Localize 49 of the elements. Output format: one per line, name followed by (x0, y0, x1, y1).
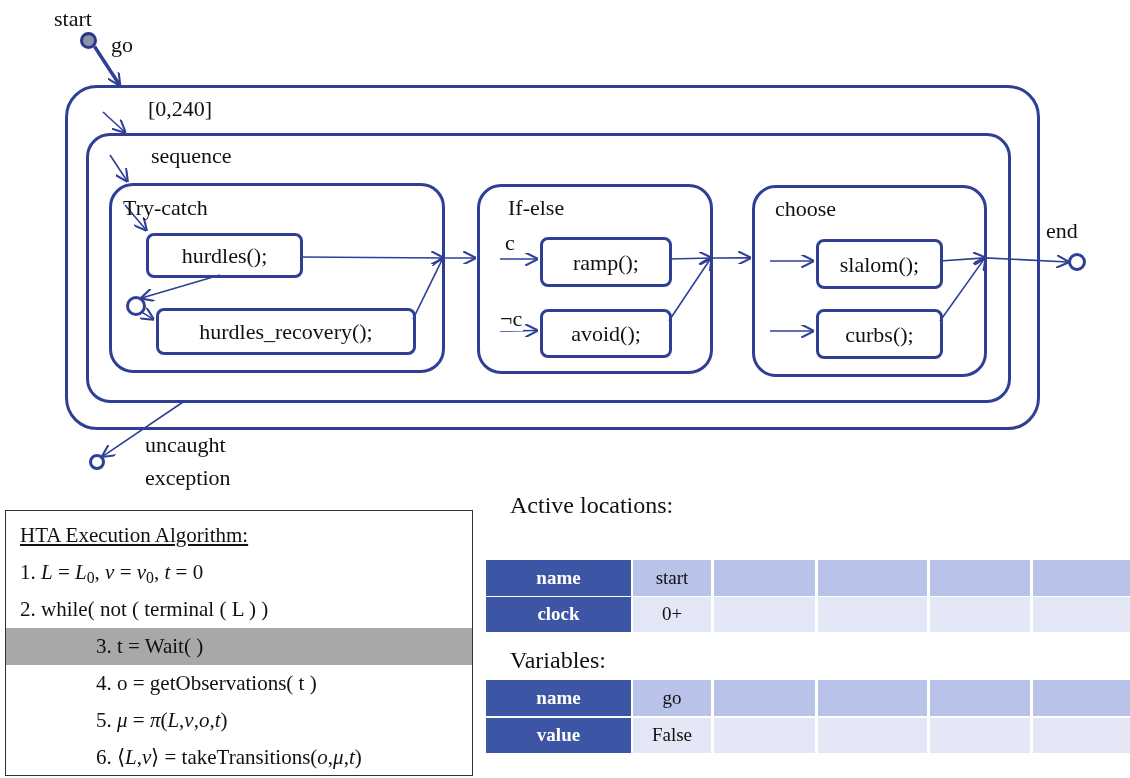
arrow (139, 274, 221, 302)
algorithm-line: 1. L = L$_{0}$, ν = ν$_{0}$, t = 0 (19, 559, 205, 588)
arrow (939, 255, 987, 322)
arrow (769, 253, 816, 269)
action-box: hurdles(); (146, 233, 303, 278)
state-label: choose (775, 196, 837, 222)
action-box: ramp(); (540, 237, 672, 287)
state-box (86, 133, 1011, 403)
algorithm-line: 5. μ = π(L,ν,o,t) (95, 707, 229, 734)
header-cell: clock (486, 597, 631, 632)
table-cell: 0+ (633, 597, 711, 632)
header-cell: name (486, 560, 631, 596)
arrow (710, 250, 753, 266)
algorithm-line: 2. while( not ( terminal ( L ) ) (19, 596, 270, 623)
state-box (65, 85, 1040, 430)
algorithm-line: 6. ⟨L,ν⟩ = takeTransitions(o,μ,t) (95, 744, 363, 771)
arrow (124, 204, 148, 233)
table-cell: go (633, 680, 711, 716)
state-label: Try-catch (123, 195, 208, 221)
arrow (138, 306, 156, 321)
action-box: hurdles_recovery(); (156, 308, 416, 355)
arrow (499, 251, 540, 267)
arrow (100, 401, 184, 459)
header-cell: value (486, 718, 631, 753)
node-caption: start (54, 5, 93, 33)
header-cell: name (486, 680, 631, 716)
algorithm-box (5, 510, 473, 776)
algorithm-heading: HTA Execution Algorithm: (19, 522, 250, 549)
arrow (412, 255, 445, 320)
state-box (752, 185, 987, 377)
exit-label: uncaught exception (145, 431, 232, 492)
table-cell: False (633, 718, 711, 753)
node-caption: end (1046, 217, 1079, 245)
arrow (93, 45, 122, 88)
arrow (109, 154, 129, 184)
section-heading: Active locations: (510, 491, 674, 520)
algorithm-line: 4. o = getObservations( t ) (95, 670, 318, 697)
table-cell: start (633, 560, 711, 596)
arrow (442, 250, 478, 266)
arrow (102, 111, 127, 134)
action-box: slalom(); (816, 239, 943, 289)
section-heading: Variables: (510, 646, 606, 675)
state-label: [0,240] (148, 96, 213, 122)
state-label: If-else (508, 195, 565, 221)
arrow (769, 323, 816, 339)
action-box: avoid(); (540, 309, 672, 358)
action-box: curbs(); (816, 309, 943, 359)
state-label: sequence (151, 143, 232, 169)
state-box (109, 183, 445, 373)
